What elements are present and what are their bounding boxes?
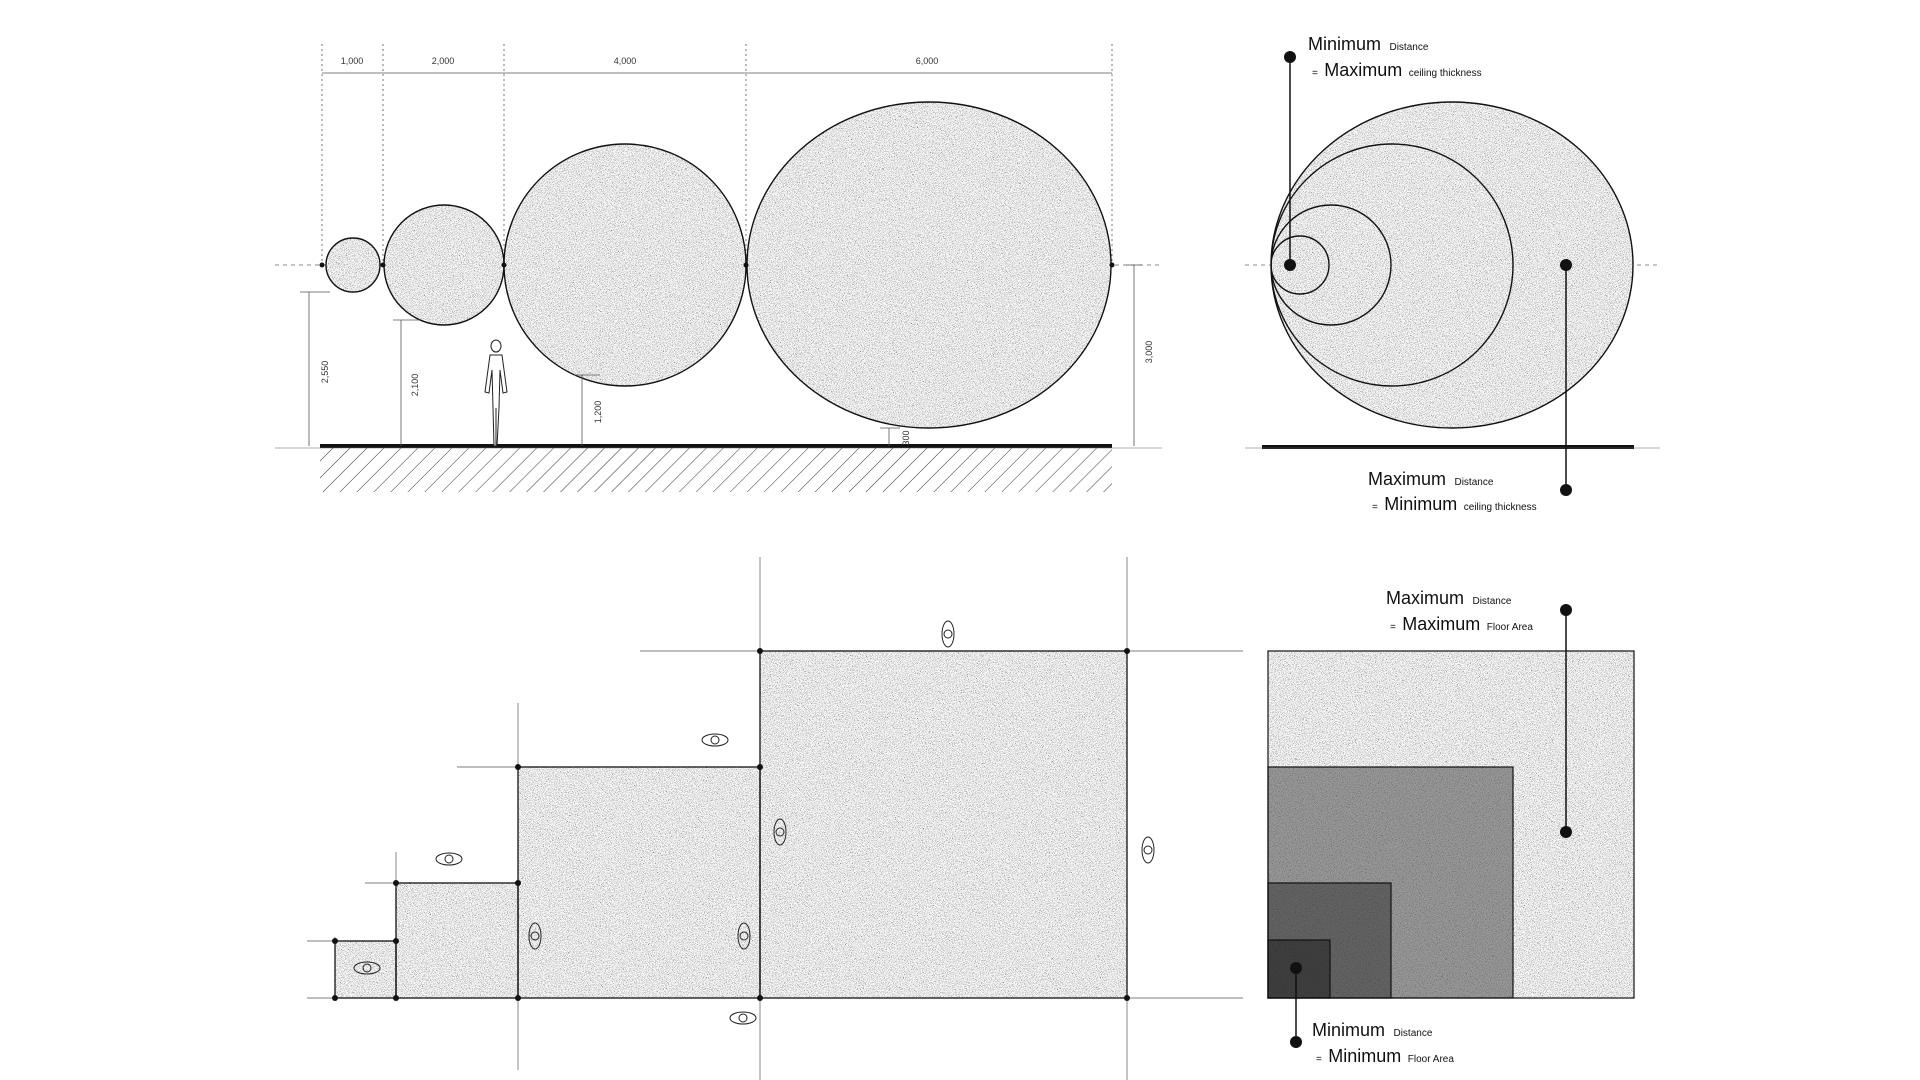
height-dim-300: 300: [901, 430, 911, 445]
eye-icon: [528, 922, 542, 950]
eye-icon: [941, 620, 955, 648]
label-min-distance-area: Minimum Distance: [1312, 1020, 1433, 1040]
width-dim-3: 4,000: [614, 56, 637, 66]
label-min-floor-area: = Minimum Floor Area: [1316, 1046, 1454, 1066]
label-max-ceiling-thickness: = Maximum ceiling thickness: [1312, 60, 1482, 80]
eye-icon: [353, 961, 381, 975]
label-min-distance: Minimum Distance: [1308, 34, 1429, 54]
section-elevation: 1,000 2,000 4,000 6,000: [275, 44, 1162, 492]
ceiling-diagram: Minimum Distance = Maximum ceiling thick…: [1245, 34, 1660, 514]
width-dim-4: 6,000: [916, 56, 939, 66]
human-figure-icon: [484, 339, 508, 447]
width-dim-2: 2,000: [432, 56, 455, 66]
eye-icon: [737, 922, 751, 950]
label-max-distance-area: Maximum Distance: [1386, 588, 1512, 608]
eye-icon: [1141, 836, 1155, 864]
width-dim-1: 1,000: [341, 56, 364, 66]
circle-series: [319, 101, 1115, 429]
eye-icon: [701, 733, 729, 747]
label-min-ceiling-thickness: = Minimum ceiling thickness: [1372, 494, 1537, 514]
height-dim-2100: 2,100: [410, 374, 420, 397]
circle-1000: [325, 237, 381, 293]
label-max-distance: Maximum Distance: [1368, 469, 1494, 489]
height-dimensions: [300, 264, 1142, 446]
height-dim-1200: 1,200: [593, 401, 603, 424]
width-dimension-chain: [321, 44, 1113, 265]
floor-plan-steps: [307, 557, 1243, 1080]
floor-area-diagram: Maximum Distance = Maximum Floor Area Mi…: [1267, 588, 1635, 1066]
plan-room-4: [759, 650, 1128, 999]
height-dim-2550: 2,550: [320, 361, 330, 384]
eye-icon: [435, 852, 463, 866]
eye-icon: [729, 1011, 757, 1025]
height-dim-3000: 3,000: [1144, 341, 1154, 364]
eye-icon: [773, 818, 787, 846]
ground-hatch: [320, 448, 1112, 492]
label-max-floor-area: = Maximum Floor Area: [1390, 614, 1533, 634]
